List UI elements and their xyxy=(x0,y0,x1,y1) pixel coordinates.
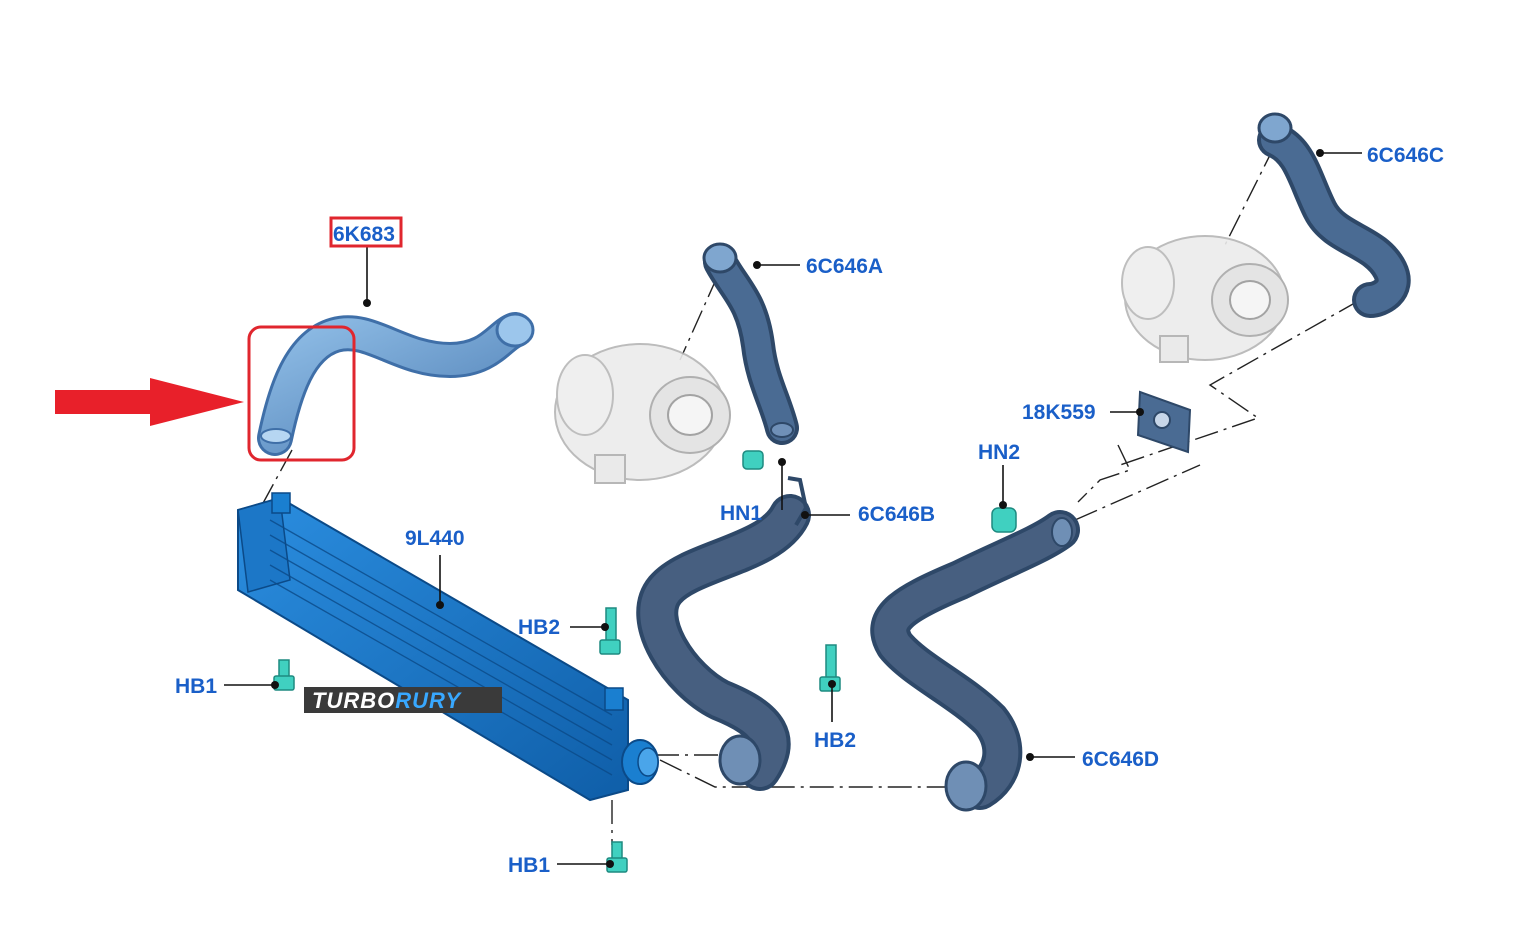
intercooler-9l440 xyxy=(237,492,659,802)
watermark-part2: RURY xyxy=(395,688,462,713)
svg-text:TURBORURY: TURBORURY xyxy=(312,688,462,713)
hose-6c646d xyxy=(870,510,1080,812)
label-hb2-mid: HB2 xyxy=(814,729,856,752)
label-9l440: 9L440 xyxy=(405,527,465,550)
label-18k559: 18K559 xyxy=(1022,401,1096,424)
watermark-part1: TURBO xyxy=(312,688,395,713)
fastener-hb2-left xyxy=(599,607,621,655)
label-6c646d: 6C646D xyxy=(1082,748,1159,771)
label-hb2-left: HB2 xyxy=(518,616,560,639)
highlight-arrow xyxy=(55,378,244,426)
label-hb1-bottom: HB1 xyxy=(508,854,550,877)
bracket-18k559 xyxy=(1136,390,1192,454)
assembly-centerlines xyxy=(261,144,1361,845)
watermark: TURBORURY xyxy=(304,687,502,713)
label-6c646c: 6C646C xyxy=(1367,144,1444,167)
label-hn2: HN2 xyxy=(978,441,1020,464)
label-hb1-left: HB1 xyxy=(175,675,217,698)
hose-6c646a xyxy=(702,242,799,445)
hose-6k683 xyxy=(257,312,535,456)
hose-6c646c xyxy=(1257,112,1411,318)
leader-lines xyxy=(224,149,1362,868)
turbocharger-right xyxy=(1121,235,1289,363)
highlight-box xyxy=(247,325,356,462)
hose-6c646b xyxy=(636,476,811,791)
fastener-hn1 xyxy=(742,450,764,470)
label-6c646a: 6C646A xyxy=(806,255,883,278)
label-6k683-frame xyxy=(329,216,403,248)
turbocharger-left xyxy=(554,343,731,484)
fastener-hn2 xyxy=(991,507,1017,533)
label-6k683: 6K683 xyxy=(333,223,395,246)
label-6c646b: 6C646B xyxy=(858,503,935,526)
label-hn1: HN1 xyxy=(720,502,762,525)
